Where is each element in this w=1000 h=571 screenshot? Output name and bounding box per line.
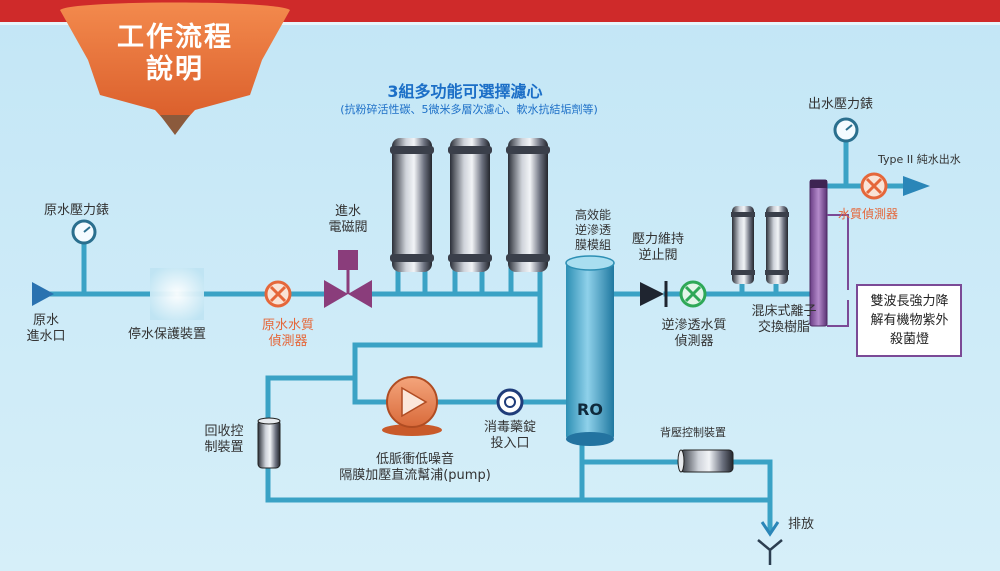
outlet-arrow-icon xyxy=(903,176,930,196)
pressure-gauge-icon xyxy=(833,117,859,143)
filters-subtitle: (抗粉碎活性碳、5微米多層次濾心、軟水抗結垢劑等) xyxy=(340,103,598,116)
pump-icon xyxy=(382,376,442,436)
drain-icon xyxy=(760,521,780,537)
check-valve-icon xyxy=(640,281,668,307)
sensor-icon xyxy=(860,172,888,200)
solenoid-label: 進水電磁閥 xyxy=(328,204,368,236)
solenoid-valve-icon xyxy=(324,250,372,308)
ro-quality-label: 逆滲透水質偵測器 xyxy=(661,318,727,350)
check-valve-label: 壓力維持逆止閥 xyxy=(631,232,684,264)
ro-module-label: 高效能逆滲透膜模組 xyxy=(574,208,611,252)
drain-label: 排放 xyxy=(788,517,815,532)
out-pressure-label: 出水壓力錶 xyxy=(808,97,874,112)
filter-cartridge-2 xyxy=(448,138,492,272)
uv-lamp xyxy=(809,179,828,327)
back-pressure-device xyxy=(677,449,734,473)
pressure-gauge-icon xyxy=(71,219,97,245)
disinfect-label: 消毒藥錠投入口 xyxy=(483,420,536,452)
uv-label-box xyxy=(856,284,962,357)
pump-label: 低脈衝低噪音隔膜加壓直流幫浦(pump) xyxy=(339,452,491,484)
recycle-label: 回收控制裝置 xyxy=(204,424,244,456)
resin-label: 混床式離子交換樹脂 xyxy=(751,304,817,336)
resin-cartridges xyxy=(731,206,789,284)
filter-cartridge-3 xyxy=(506,138,550,272)
filter-cartridge-1 xyxy=(390,138,434,272)
filters-title: 3組多功能可選擇濾心 xyxy=(387,82,543,101)
out-type-label: Type II 純水出水 xyxy=(878,153,961,166)
uv-label: 雙波長強力降解有機物紫外殺菌燈 xyxy=(870,294,949,347)
ro-membrane xyxy=(565,255,615,446)
raw-pressure-label: 原水壓力錶 xyxy=(44,203,110,218)
sensor-icon xyxy=(679,280,707,308)
disinfect-inlet-icon xyxy=(496,388,524,416)
recycle-control-device xyxy=(257,417,281,469)
sensor-icon xyxy=(264,280,292,308)
stop-protect-label: 停水保護裝置 xyxy=(128,327,207,342)
stop-water-protection xyxy=(150,268,204,320)
page-title: 工作流程 說明 xyxy=(117,22,233,85)
title-badge xyxy=(60,2,290,135)
ro-text: RO xyxy=(577,400,603,419)
raw-quality-label: 原水水質偵測器 xyxy=(261,318,314,350)
raw-inlet-label: 原水進水口 xyxy=(26,313,66,345)
filter-cartridges xyxy=(390,138,550,272)
out-quality-label: 水質偵測器 xyxy=(838,207,899,221)
back-pressure-label: 背壓控制裝置 xyxy=(660,426,726,439)
inlet-arrow-icon xyxy=(32,282,54,306)
